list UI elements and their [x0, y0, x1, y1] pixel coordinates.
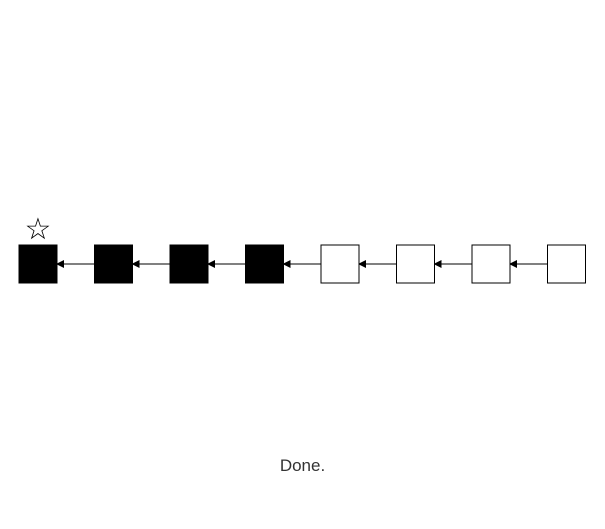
list-node-3: [245, 244, 284, 284]
status-message: Done.: [279, 456, 326, 475]
list-node-7: [547, 244, 586, 284]
list-node-4: [320, 244, 360, 284]
list-node-2: [169, 244, 209, 284]
nodes-layer: [18, 244, 586, 284]
list-node-1: [94, 244, 133, 284]
list-node-5: [396, 244, 435, 284]
list-node-6: [471, 244, 511, 284]
list-node-0: [18, 244, 58, 284]
star-icon: ☆: [25, 212, 52, 247]
